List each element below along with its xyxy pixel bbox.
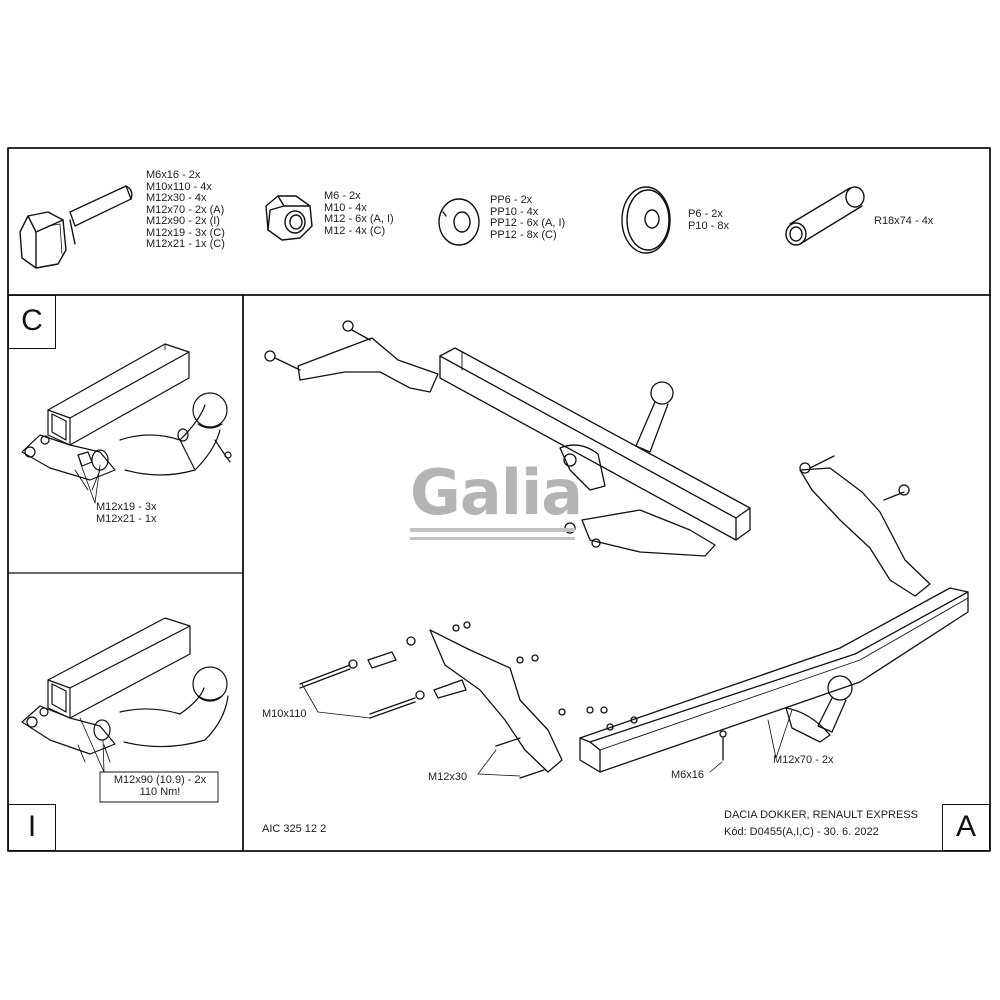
panel-i-callout-line: 110 Nm! [139, 785, 181, 798]
nut-list: M6 - 2x M10 - 4x M12 - 6x (A, I) M12 - 4… [324, 190, 394, 237]
bolt-spec: M12x30 - 4x [146, 192, 207, 204]
callout-m10x110: M10x110 [262, 708, 307, 720]
nut-spec: M12 - 6x (A, I) [324, 213, 394, 225]
panel-c-callout-line: M12x21 - 1x [96, 512, 157, 525]
panel-i-callout: M12x90 (10.9) - 2x 110 Nm! [104, 774, 216, 798]
panel-a-main-assembly [299, 455, 969, 779]
nut-spec: M12 - 4x (C) [324, 224, 386, 237]
flat-washer-icon [621, 186, 671, 254]
bolt-spec: M12x70 - 2x (A) [146, 203, 225, 216]
vehicle-model: DACIA DOKKER, RENAULT EXPRESS [724, 809, 918, 821]
bolt-icon [19, 185, 133, 269]
bolt-list: M6x16 - 2x M10x110 - 4x M12x30 - 4x M12x… [146, 169, 225, 251]
nut-icon [265, 195, 313, 241]
panel-c-letter: C [8, 295, 56, 349]
panel-a-leader-lines [301, 683, 793, 777]
watermark-underline [410, 528, 575, 532]
spring-washer-icon [438, 198, 480, 246]
code-date: Kód: D0455(A,I,C) - 30. 6. 2022 [724, 826, 879, 838]
panel-c-callout: M12x19 - 3x M12x21 - 1x [96, 501, 157, 525]
spacer-tube-icon [785, 186, 865, 246]
spacer-tube-spec: R18x74 - 4x [874, 215, 934, 227]
panel-i-callout-line: M12x90 (10.9) - 2x [113, 774, 207, 786]
spacer-tube-list: R18x74 - 4x [874, 215, 934, 228]
drawing-code: AIC 325 12 2 [262, 823, 327, 835]
panel-c-callout-line: M12x19 - 3x [96, 501, 157, 513]
panel-leader-lines [79, 461, 105, 773]
outer-frame [7, 147, 991, 852]
bolt-spec: M12x21 - 1x (C) [146, 238, 225, 250]
bolt-spec: M6x16 - 2x [146, 169, 201, 181]
spring-washer-spec: PP6 - 2x [490, 194, 533, 206]
panel-a-letter: A [942, 804, 990, 851]
spring-washer-spec: PP12 - 8x (C) [490, 228, 557, 241]
panel-c-illustration [21, 343, 232, 491]
galia-watermark: Galia [410, 456, 583, 529]
nut-spec: M6 - 2x [324, 190, 361, 202]
spring-washer-spec: PP10 - 4x [490, 205, 539, 218]
spring-washer-spec: PP12 - 6x (A, I) [490, 217, 566, 229]
flat-washer-spec: P6 - 2x [688, 208, 723, 220]
flat-washer-spec: P10 - 8x [688, 219, 729, 232]
panel-i-illustration [21, 617, 229, 763]
bolt-spec: M10x110 - 4x [146, 180, 212, 193]
panel-i-callout-box [99, 771, 219, 803]
flat-washer-list: P6 - 2x P10 - 8x [688, 208, 729, 232]
panel-i-letter: I [8, 804, 56, 851]
callout-m12x30: M12x30 [428, 771, 468, 783]
bolt-spec: M12x90 - 2x (I) [146, 215, 220, 227]
bolt-spec: M12x19 - 3x (C) [146, 226, 225, 239]
callout-m12x70: M12x70 - 2x [773, 754, 834, 766]
callout-m6x16: M6x16 [671, 769, 705, 781]
nut-spec: M10 - 4x [324, 201, 367, 214]
spring-washer-list: PP6 - 2x PP10 - 4x PP12 - 6x (A, I) PP12… [490, 194, 566, 241]
